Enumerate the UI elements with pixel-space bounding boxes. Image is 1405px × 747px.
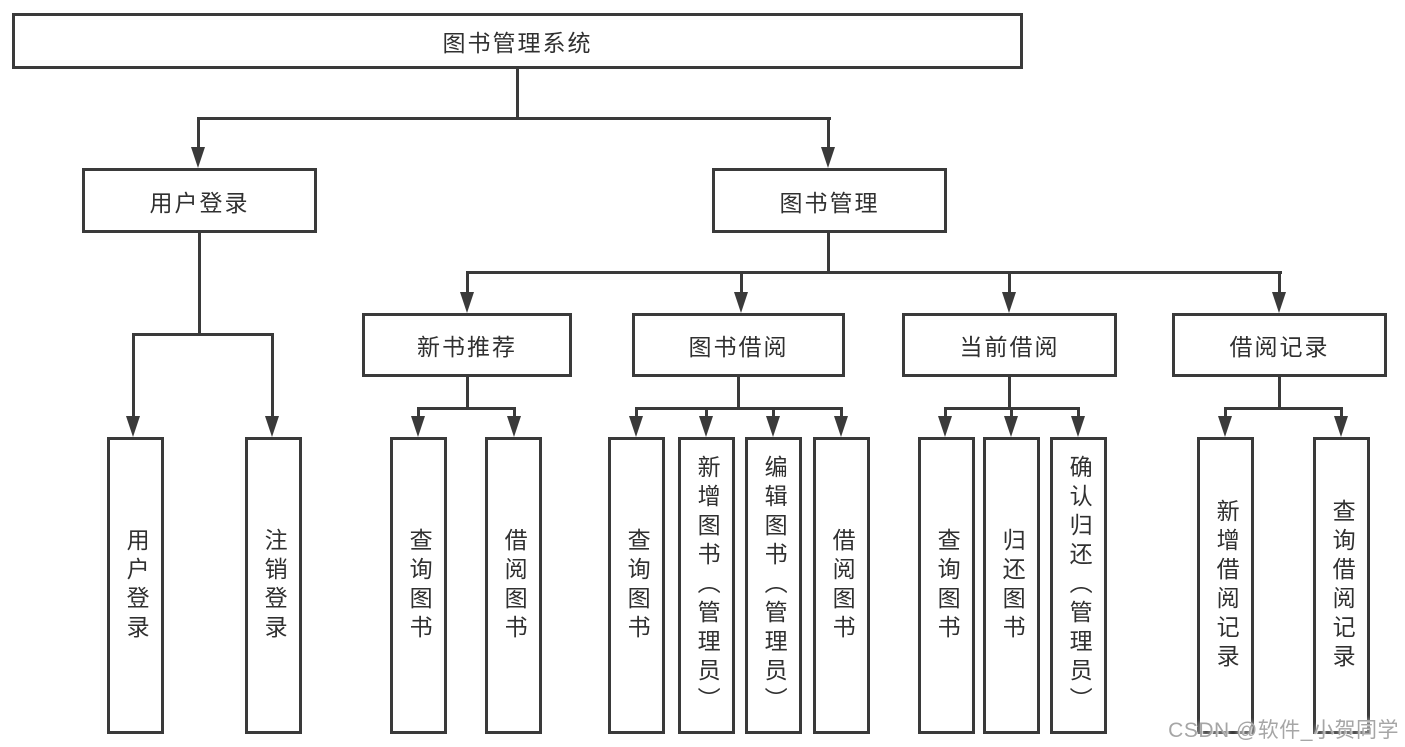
arrow-down-icon [1218,416,1232,437]
connector-line [740,271,743,295]
csdn-watermark: CSDN @软件_小贺同学 [1168,719,1399,742]
leaf-borrow-query-books: 查询图书 [608,437,665,734]
connector-line [513,407,516,418]
node-root-library-system: 图书管理系统 [12,13,1023,69]
connector-line [737,375,740,409]
arrow-down-icon [834,416,848,437]
node-user-login: 用户登录 [82,168,317,233]
arrow-down-icon [460,292,474,313]
leaf-borrow-query-books-label: 查询图书 [624,527,651,644]
connector-line [1008,271,1011,295]
connector-line [1224,407,1227,418]
connector-line [944,407,947,418]
arrow-down-icon [1002,292,1016,313]
connector-line [132,333,274,336]
arrow-down-icon [699,416,713,437]
connector-line [840,407,843,418]
connector-line [417,407,516,410]
connector-line [1224,407,1343,410]
leaf-borrow-borrow-books: 借阅图书 [813,437,870,734]
arrow-down-icon [507,416,521,437]
leaf-records-add-record-label: 新增借阅记录 [1213,498,1240,673]
connector-line [466,271,469,295]
leaf-user-login-label: 用户登录 [123,527,150,644]
connector-line [1278,375,1281,409]
leaf-borrow-add-books-admin-label: 新增图书（管理员） [694,455,721,716]
leaf-records-query-record: 查询借阅记录 [1313,437,1370,734]
connector-line [1077,407,1080,418]
arrow-down-icon [126,416,140,437]
leaf-records-add-record: 新增借阅记录 [1197,437,1254,734]
connector-line [1340,407,1343,418]
arrow-down-icon [734,292,748,313]
arrow-down-icon [766,416,780,437]
leaf-current-query-books: 查询图书 [918,437,975,734]
connector-line [417,407,420,418]
arrow-down-icon [1071,416,1085,437]
connector-line [466,375,469,409]
leaf-newbook-borrow-books: 借阅图书 [485,437,542,734]
arrow-down-icon [1334,416,1348,437]
connector-line [705,407,708,418]
leaf-user-login: 用户登录 [107,437,164,734]
leaf-borrow-borrow-books-label: 借阅图书 [829,527,856,644]
node-new-book-recommend: 新书推荐 [362,313,572,377]
connector-line [271,333,274,417]
arrow-down-icon [1004,416,1018,437]
leaf-current-return-books-label: 归还图书 [999,527,1026,644]
connector-line [516,69,519,119]
connector-line [197,117,200,149]
connector-line [198,231,201,336]
node-book-borrow: 图书借阅 [632,313,845,377]
arrow-down-icon [1272,292,1286,313]
arrow-down-icon [821,147,835,168]
leaf-newbook-query-books: 查询图书 [390,437,447,734]
arrow-down-icon [629,416,643,437]
leaf-borrow-edit-books-admin: 编辑图书（管理员） [745,437,802,734]
connector-line [827,231,830,274]
connector-line [635,407,638,418]
arrow-down-icon [938,416,952,437]
node-current-borrow: 当前借阅 [902,313,1117,377]
node-book-management: 图书管理 [712,168,947,233]
leaf-current-confirm-return-admin-label: 确认归还（管理员） [1066,455,1093,716]
leaf-newbook-borrow-books-label: 借阅图书 [501,527,528,644]
arrow-down-icon [265,416,279,437]
arrow-down-icon [411,416,425,437]
connector-line [132,333,135,417]
leaf-logout-label: 注销登录 [261,527,288,644]
connector-line [1010,407,1013,418]
connector-line [197,117,831,120]
connector-line [466,271,1282,274]
connector-line [827,117,830,149]
leaf-logout: 注销登录 [245,437,302,734]
leaf-borrow-edit-books-admin-label: 编辑图书（管理员） [761,455,788,716]
arrow-down-icon [191,147,205,168]
connector-line [1008,375,1011,409]
leaf-current-confirm-return-admin: 确认归还（管理员） [1050,437,1107,734]
leaf-current-return-books: 归还图书 [983,437,1040,734]
node-borrow-records: 借阅记录 [1172,313,1387,377]
connector-line [635,407,843,410]
leaf-newbook-query-books-label: 查询图书 [406,527,433,644]
leaf-current-query-books-label: 查询图书 [934,527,961,644]
connector-line [772,407,775,418]
leaf-borrow-add-books-admin: 新增图书（管理员） [678,437,735,734]
leaf-records-query-record-label: 查询借阅记录 [1329,498,1356,673]
connector-line [1278,271,1281,295]
